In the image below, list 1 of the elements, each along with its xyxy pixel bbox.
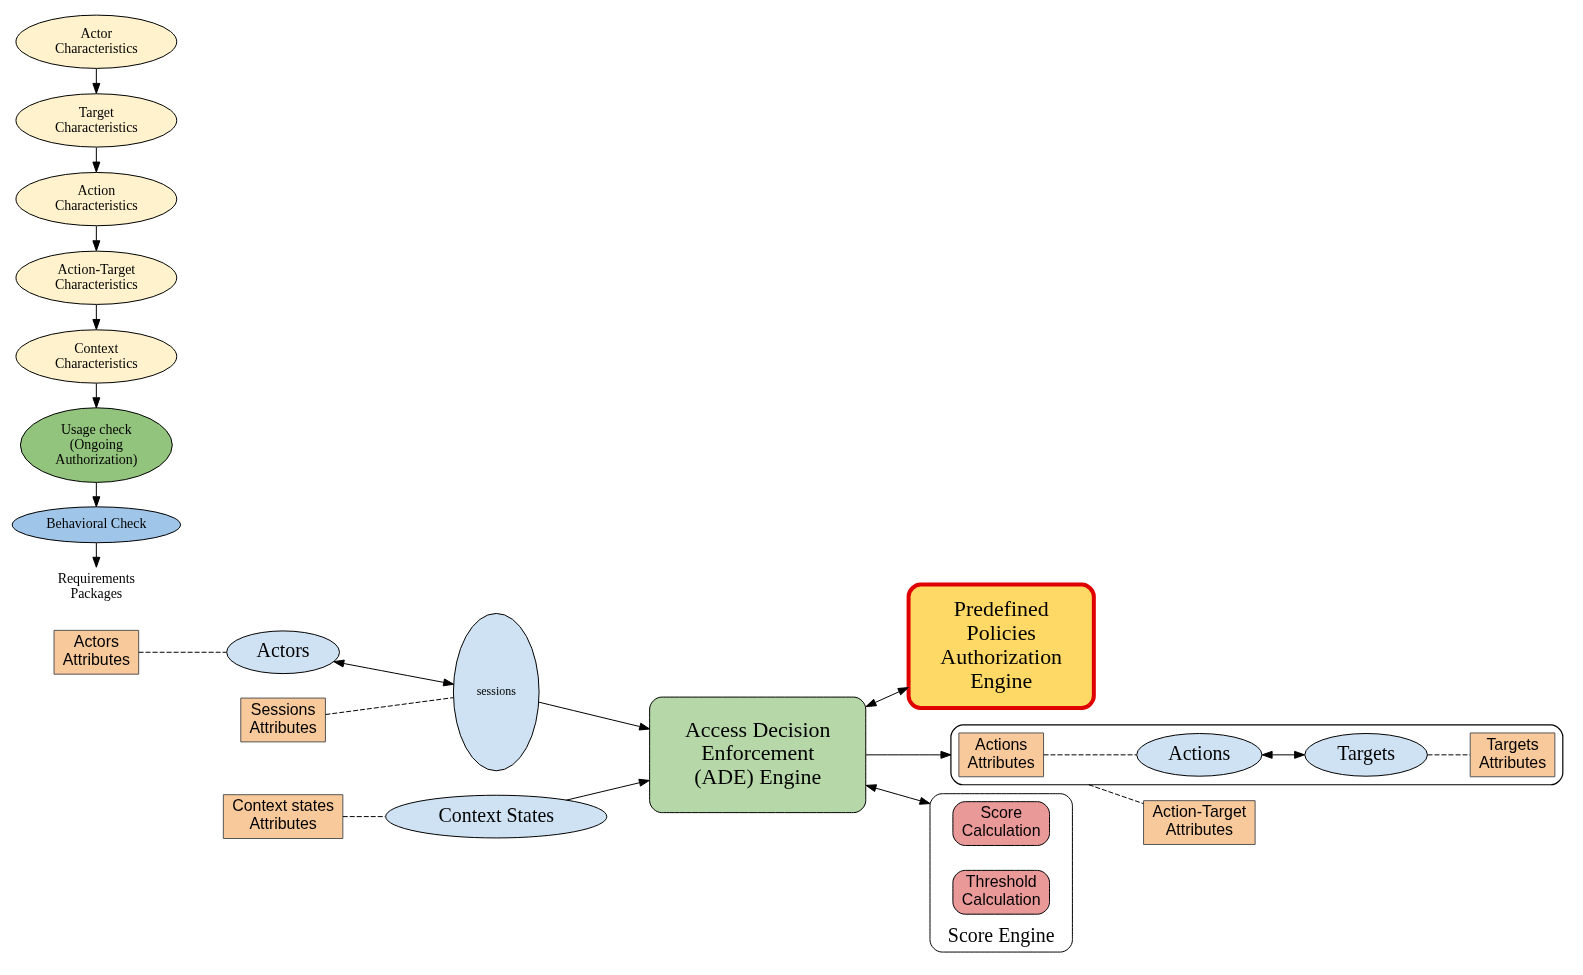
- node-text: Requirements Packages: [57, 570, 136, 601]
